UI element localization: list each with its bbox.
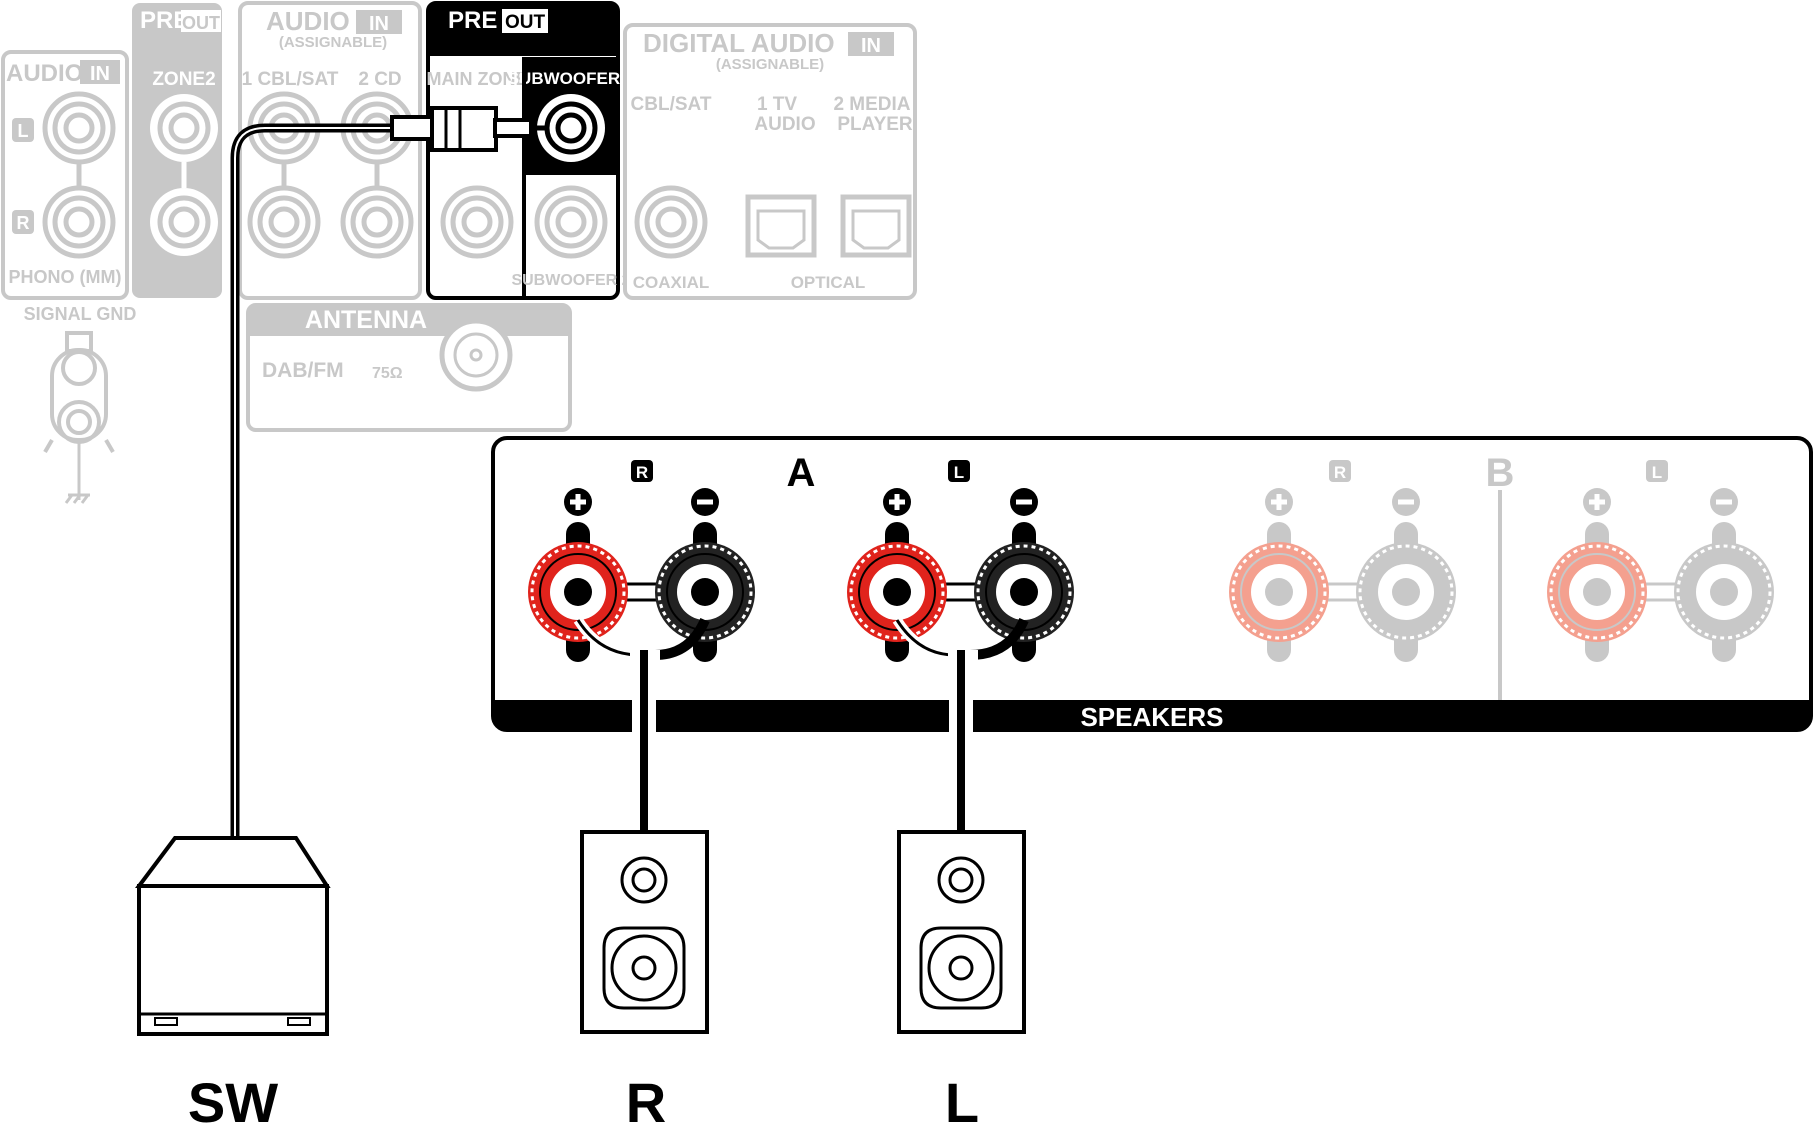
antenna-title: ANTENNA — [305, 306, 427, 334]
svg-text:L: L — [954, 463, 964, 482]
positive-terminal — [1229, 522, 1329, 662]
cd-right-jack — [343, 188, 411, 256]
rca-plug — [390, 106, 545, 152]
subwoofer1-label: SUBWOOFER 1 — [508, 69, 635, 88]
assignable-audio-in-panel: AUDIO IN (ASSIGNABLE) 1 CBL/SAT 2 CD — [238, 1, 422, 300]
group-b-l-badge: L — [1646, 460, 1668, 482]
digital-audio-in-panel: DIGITAL AUDIO IN (ASSIGNABLE) CBL/SAT 1 … — [623, 23, 917, 300]
svg-text:L: L — [1652, 463, 1662, 482]
cbl-sat-label: 1 CBL/SAT — [242, 69, 339, 90]
minus-icon — [1710, 488, 1738, 516]
plus-icon — [564, 488, 592, 516]
digital-panel-title: DIGITAL AUDIO — [643, 28, 835, 58]
signal-ground-terminal: SIGNAL GND — [24, 304, 137, 504]
positive-terminal — [528, 522, 628, 662]
plus-icon — [1265, 488, 1293, 516]
preout-panel-title: PRE — [448, 7, 497, 34]
group-a-l-badge: L — [948, 460, 970, 482]
antenna-ohm-label: 75Ω — [372, 365, 403, 382]
negative-terminal — [974, 522, 1074, 662]
antenna-jack — [439, 318, 513, 392]
assignable-in-badge: IN — [369, 13, 389, 35]
phono-panel-title: AUDIO — [6, 60, 83, 87]
subwoofer1-jack — [537, 94, 605, 162]
tv-audio-label-line1: 1 TV — [757, 94, 797, 115]
optical-label: OPTICAL — [791, 273, 866, 292]
main-zone-label: MAIN ZONE — [427, 69, 528, 89]
zone2-left-jack — [150, 94, 218, 162]
subwoofer-device — [135, 836, 331, 1036]
negative-terminal — [1356, 522, 1456, 662]
assignable-subtitle: (ASSIGNABLE) — [279, 34, 387, 51]
optical-tv-port — [745, 194, 817, 258]
speakers-label: SPEAKERS — [1080, 702, 1223, 732]
svg-text:R: R — [636, 463, 648, 482]
subwoofer2-label: SUBWOOFER 2 — [511, 272, 630, 289]
main-zone-jack — [443, 188, 511, 256]
phono-input-panel: AUDIO IN L R PHONO (MM) — [1, 50, 129, 300]
signal-gnd-label: SIGNAL GND — [24, 304, 137, 324]
zone2-preout-panel: PRE OUT ZONE2 — [132, 3, 222, 298]
plus-icon — [883, 488, 911, 516]
left-speaker-device — [897, 830, 1026, 1034]
coaxial-label: COAXIAL — [633, 273, 710, 292]
positive-terminal — [847, 522, 947, 662]
digital-subtitle: (ASSIGNABLE) — [716, 56, 824, 73]
group-b-label: B — [1486, 451, 1515, 495]
zone2-label: ZONE2 — [152, 69, 215, 90]
right-speaker-cable — [573, 617, 710, 830]
cbl-sat-right-jack — [250, 188, 318, 256]
main-preout-panel: PRE OUT MAIN ZONE SUBWOOFER 1 SUBWOOFER … — [426, 1, 635, 300]
negative-terminal — [1674, 522, 1774, 662]
media-player-label-line1: 2 MEDIA — [833, 94, 910, 115]
preout-out-badge: OUT — [505, 12, 546, 33]
phono-right-jack — [45, 188, 113, 256]
minus-icon — [1010, 488, 1038, 516]
negative-terminal — [655, 522, 755, 662]
speakers-panel: SPEAKERS A B R L R L — [491, 436, 1813, 732]
cd-label: 2 CD — [358, 69, 401, 90]
group-b-right-terminals — [1229, 488, 1456, 662]
phono-caption: PHONO (MM) — [9, 267, 122, 287]
minus-icon — [1392, 488, 1420, 516]
group-b-r-badge: R — [1329, 460, 1351, 482]
left-speaker-cable — [892, 617, 1029, 830]
phono-left-jack — [45, 94, 113, 162]
antenna-panel: ANTENNA DAB/FM 75Ω — [246, 303, 572, 432]
media-player-label-line2: PLAYER — [837, 114, 913, 135]
plus-icon — [1583, 488, 1611, 516]
phono-left-badge: L — [18, 121, 29, 141]
subwoofer-label: SW — [188, 1071, 278, 1134]
group-a-left-terminals — [847, 488, 1074, 662]
antenna-band-label: DAB/FM — [262, 359, 344, 382]
right-speaker-label: R — [626, 1071, 666, 1134]
right-speaker-device — [580, 830, 709, 1034]
phono-right-badge: R — [17, 213, 30, 233]
digital-in-badge: IN — [861, 35, 881, 57]
optical-media-port — [840, 194, 912, 258]
group-a-label: A — [787, 451, 816, 495]
zone2-right-jack — [150, 188, 218, 256]
group-b-left-terminals — [1547, 488, 1774, 662]
left-speaker-label: L — [945, 1071, 979, 1134]
subwoofer-cable — [230, 106, 545, 843]
digital-cbl-sat-label: CBL/SAT — [631, 94, 712, 115]
subwoofer2-jack — [537, 188, 605, 256]
tv-audio-label-line2: AUDIO — [754, 114, 815, 135]
group-a-r-badge: R — [631, 460, 653, 482]
phono-in-badge: IN — [90, 63, 110, 85]
coaxial-jack — [637, 188, 705, 256]
minus-icon — [691, 488, 719, 516]
positive-terminal — [1547, 522, 1647, 662]
svg-text:R: R — [1334, 463, 1346, 482]
group-a-right-terminals — [528, 488, 755, 662]
zone2-out-badge: OUT — [182, 13, 220, 33]
assignable-panel-title: AUDIO — [266, 6, 350, 36]
